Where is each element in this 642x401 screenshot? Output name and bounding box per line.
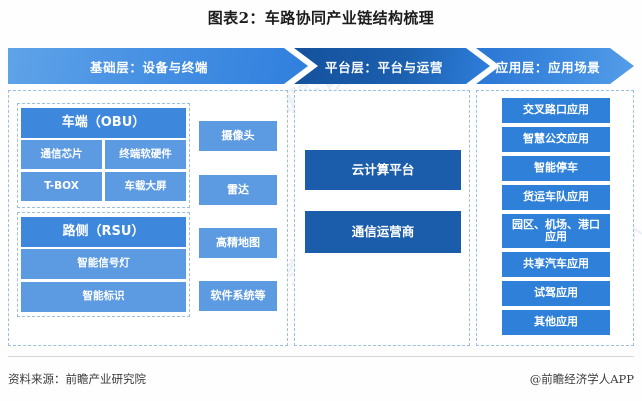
box-application-item-0[interactable]: 交叉路口应用 [502, 98, 610, 123]
box-application-item-2[interactable]: 智能停车 [502, 156, 610, 181]
box-component-0[interactable]: 摄像头 [199, 121, 277, 151]
box-application-item-5[interactable]: 共享汽车应用 [502, 252, 610, 277]
column-base-layer: 车端（OBU） 通信芯片 终端软硬件 T-BOX 车载大屏 路侧（RSU） 智能… [8, 90, 288, 346]
box-obu-item-3[interactable]: 车载大屏 [105, 172, 186, 201]
box-rsu-item-0[interactable]: 智能信号灯 [21, 249, 186, 279]
footer-divider [8, 356, 634, 357]
box-rsu-title[interactable]: 路侧（RSU） [21, 217, 186, 247]
layer-arrow-application-label: 应用层：应用场景 [495, 59, 601, 75]
group-obu [17, 103, 190, 208]
box-platform-item-1[interactable]: 通信运营商 [305, 211, 461, 253]
box-obu-item-2[interactable]: T-BOX [21, 172, 102, 201]
box-application-item-1[interactable]: 智慧公交应用 [502, 127, 610, 152]
box-obu-item-0[interactable]: 通信芯片 [21, 140, 102, 169]
box-obu-item-1[interactable]: 终端软硬件 [105, 140, 186, 169]
box-application-item-4[interactable]: 园区、机场、港口 应用 [502, 214, 610, 248]
box-obu-title[interactable]: 车端（OBU） [21, 108, 186, 138]
layer-arrow-application[interactable]: 应用层：应用场景 [476, 48, 634, 84]
layer-header-band: 基础层：设备与终端 平台层：平台与运营 应用层：应用场景 [8, 48, 634, 84]
layer-arrow-platform-label: 平台层：平台与运营 [325, 59, 443, 75]
box-component-1[interactable]: 雷达 [199, 175, 277, 205]
layer-arrow-base[interactable]: 基础层：设备与终端 [8, 48, 308, 84]
brand-note: @前瞻经济学人APP [529, 372, 634, 386]
page-title: 图表2：车路协同产业链结构梳理 [207, 9, 435, 27]
box-application-item-6[interactable]: 试驾应用 [502, 281, 610, 306]
source-note: 资料来源：前瞻产业研究院 [8, 372, 146, 386]
column-application-layer: 交叉路口应用 智慧公交应用 智能停车 货运车队应用 园区、机场、港口 应用 共享… [476, 90, 634, 346]
group-rsu [17, 212, 190, 317]
layer-arrow-platform[interactable]: 平台层：平台与运营 [294, 48, 490, 84]
column-platform-layer: 云计算平台 通信运营商 [294, 90, 470, 346]
box-component-3[interactable]: 软件系统等 [199, 281, 277, 311]
box-component-2[interactable]: 高精地图 [199, 228, 277, 258]
diagram-body: 车端（OBU） 通信芯片 终端软硬件 T-BOX 车载大屏 路侧（RSU） 智能… [8, 90, 634, 346]
box-application-item-3[interactable]: 货运车队应用 [502, 185, 610, 210]
box-rsu-item-1[interactable]: 智能标识 [21, 282, 186, 312]
box-platform-item-0[interactable]: 云计算平台 [305, 150, 461, 190]
box-application-item-7[interactable]: 其他应用 [502, 310, 610, 335]
layer-arrow-base-label: 基础层：设备与终端 [90, 59, 208, 75]
